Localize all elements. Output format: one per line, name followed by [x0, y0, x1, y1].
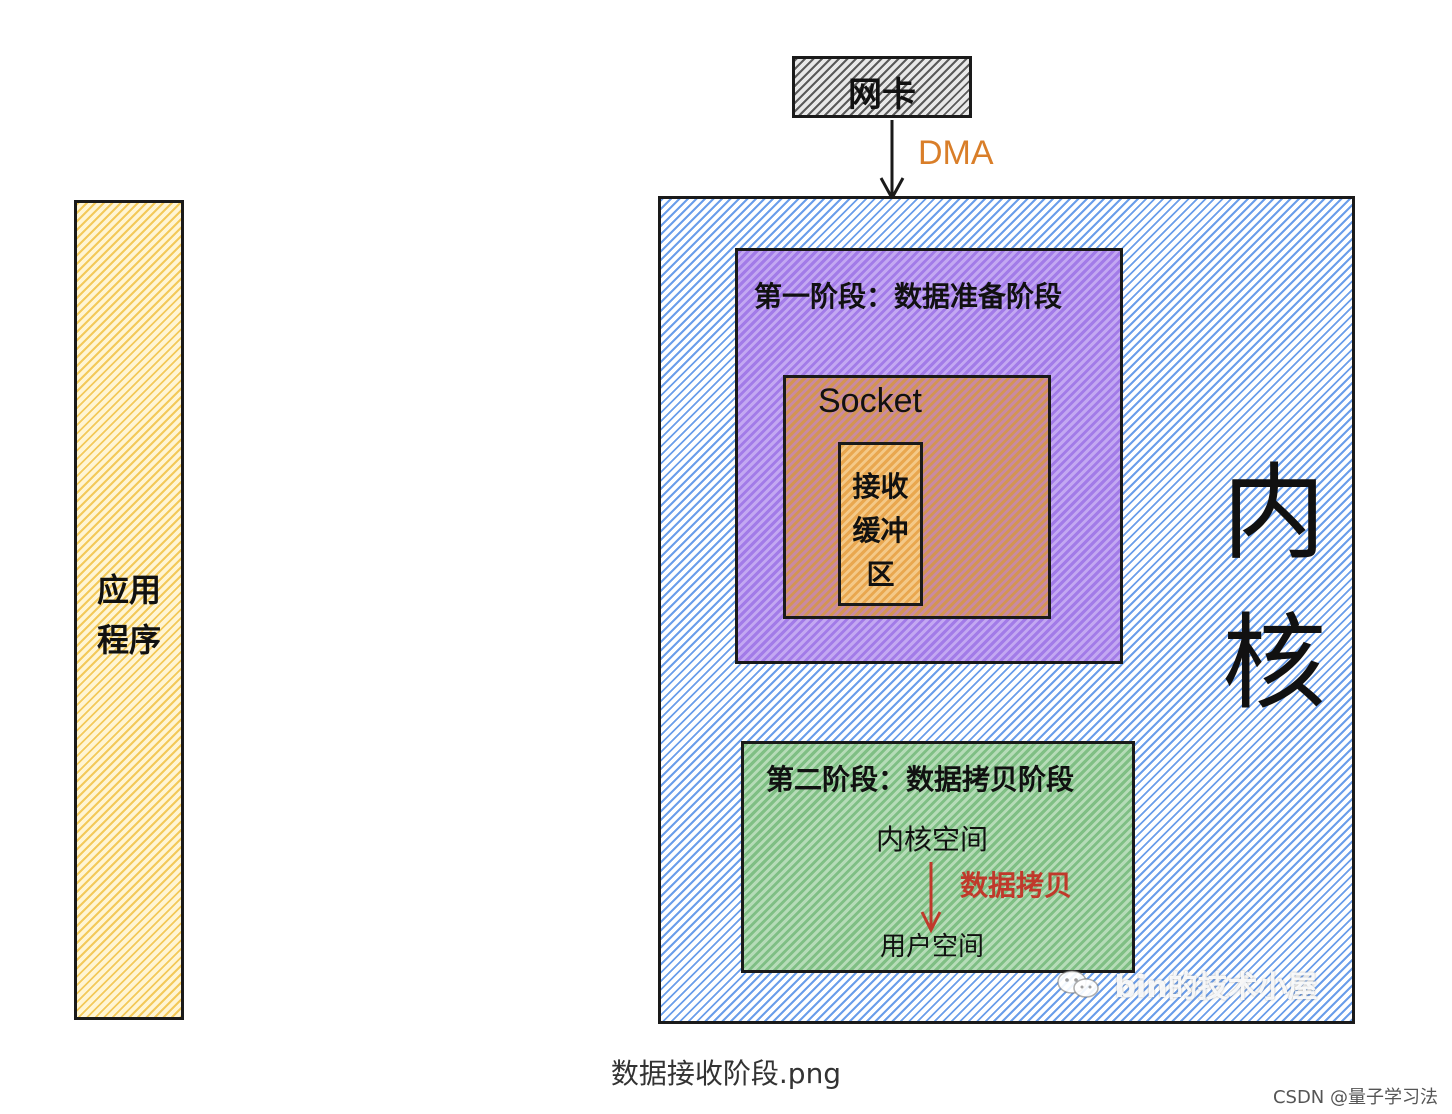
dma-label: DMA [918, 134, 994, 172]
nic-box: 网卡 [792, 56, 972, 118]
receive-buffer-line2: 缓冲 [852, 514, 909, 547]
receive-buffer-line1: 接收 [852, 470, 909, 503]
watermark-text: bin的技术小屋 [1114, 970, 1318, 1005]
receive-buffer-line3: 区 [866, 558, 895, 591]
kernel-label-line1: 内 [1222, 452, 1327, 574]
user-space-label: 用户空间 [880, 932, 985, 962]
wechat-icon [1056, 968, 1100, 1000]
image-caption: 数据接收阶段.png [610, 1057, 842, 1090]
dma-arrow [879, 120, 905, 202]
kernel-space-label: 内核空间 [876, 823, 989, 856]
application-label-line2: 程序 [97, 621, 162, 659]
stage2-box: 第二阶段：数据拷贝阶段 内核空间 数据拷贝 用户空间 [741, 741, 1135, 973]
application-label: 应用 程序 [97, 565, 161, 665]
application-box: 应用 程序 [74, 200, 184, 1020]
copy-label: 数据拷贝 [960, 869, 1073, 902]
socket-label: Socket [818, 382, 922, 420]
receive-buffer-label: 接收 缓冲 区 [841, 465, 920, 597]
copy-arrow [920, 862, 942, 934]
footer-credit: CSDN @量子学习法 [1272, 1087, 1438, 1108]
kernel-label: 内 核 [1222, 438, 1326, 738]
application-label-line1: 应用 [97, 571, 162, 609]
kernel-label-line2: 核 [1222, 602, 1327, 724]
nic-label: 网卡 [848, 75, 916, 115]
receive-buffer-box: 接收 缓冲 区 [838, 442, 923, 606]
stage1-title: 第一阶段：数据准备阶段 [754, 280, 1063, 313]
watermark: bin的技术小屋 [1056, 962, 1318, 1006]
stage2-title: 第二阶段：数据拷贝阶段 [766, 763, 1075, 796]
